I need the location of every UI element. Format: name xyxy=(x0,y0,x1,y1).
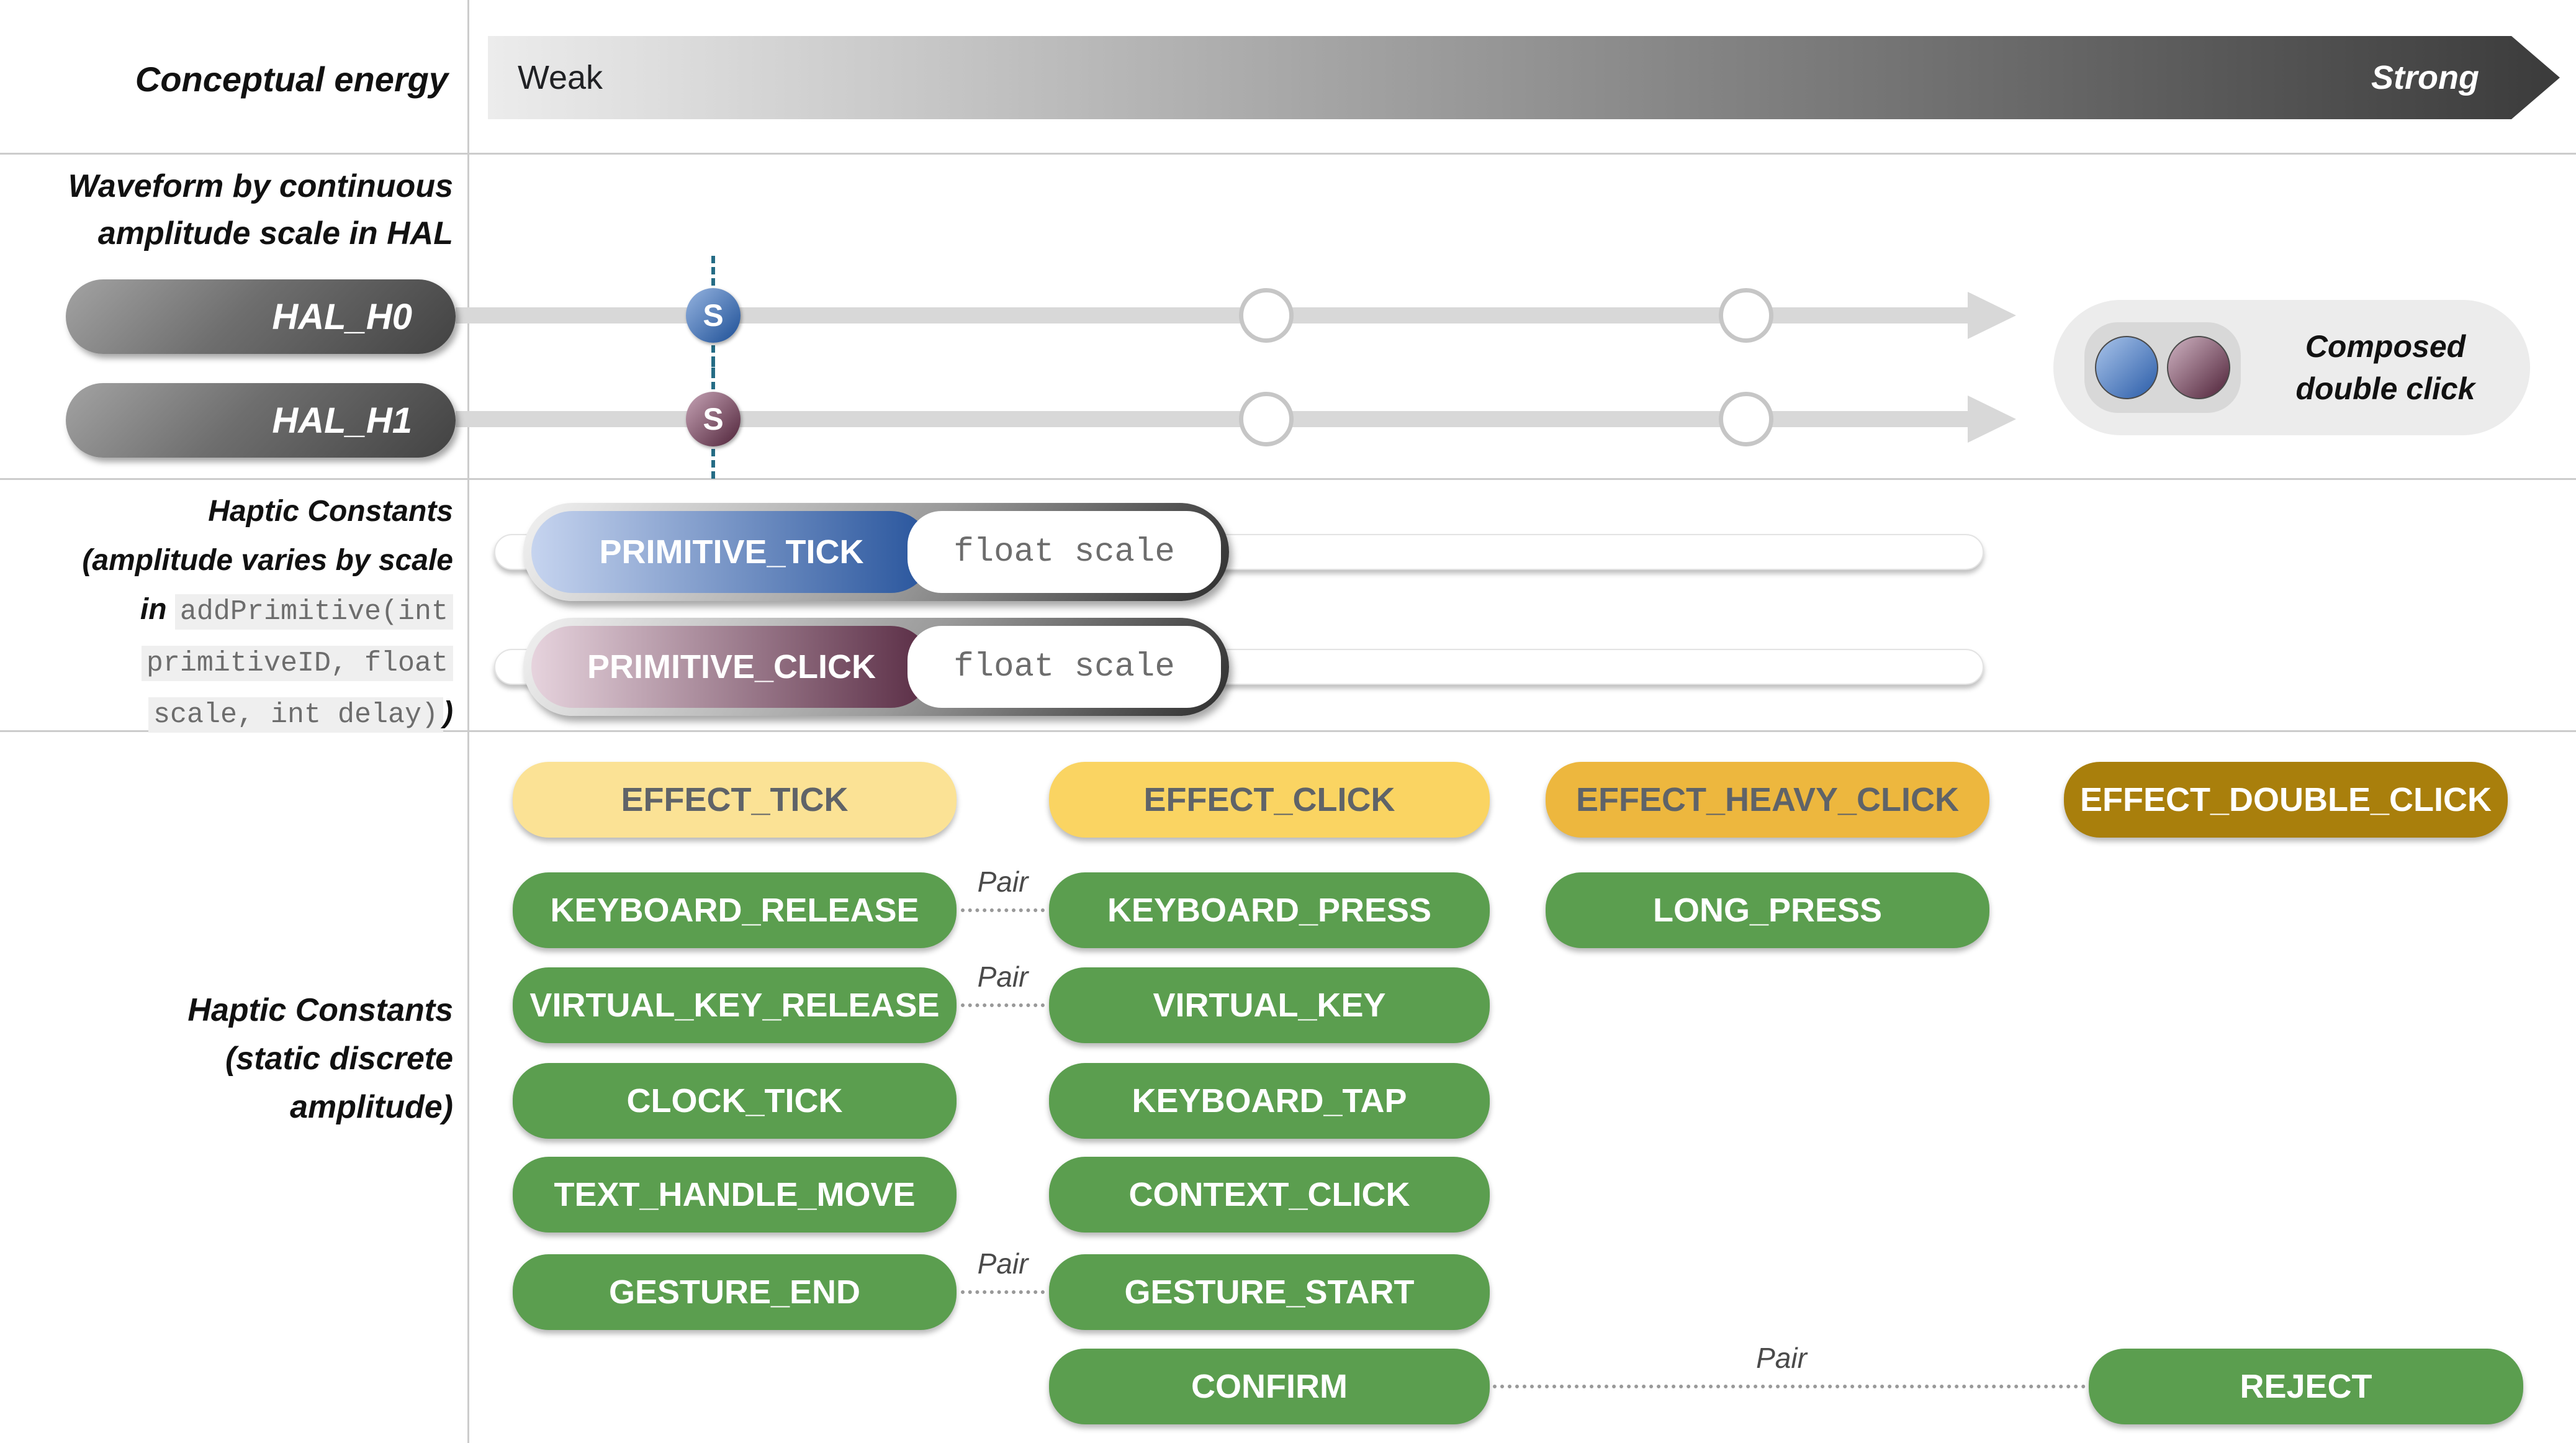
conceptual-energy-label: Conceptual energy xyxy=(135,60,448,99)
primitive-click-pill: PRIMITIVE_CLICK float scale xyxy=(523,618,1229,716)
addprimitive-code: addPrimitive(int xyxy=(174,594,453,630)
click-pulse-icon xyxy=(2167,336,2230,399)
pair-label-virtual-key: Pair xyxy=(977,961,1029,993)
primitives-label-line4: primitiveID, float xyxy=(6,636,453,688)
hal-h1-node-icon xyxy=(1719,392,1773,446)
constant-effect-click: EFFECT_CLICK xyxy=(1049,762,1490,838)
static-label-line3: amplitude) xyxy=(290,1089,453,1125)
hal-h0-scale-marker-icon: S xyxy=(686,288,741,343)
hal-h0-node-icon xyxy=(1719,288,1773,343)
static-label-line1: Haptic Constants xyxy=(187,992,453,1028)
scale-delay-code: scale, int delay) xyxy=(148,697,444,733)
pair-label-confirm-reject: Pair xyxy=(1756,1342,1807,1374)
primitive-tick-param: float scale xyxy=(907,511,1221,593)
primitives-section-label: Haptic Constants (amplitude varies by sc… xyxy=(6,487,453,740)
pair-line-virtual-key xyxy=(961,1003,1045,1007)
primitives-label-line1: Haptic Constants xyxy=(208,495,453,528)
composed-pulses-chip xyxy=(2084,322,2241,413)
constant-effect-heavy-click: EFFECT_HEAVY_CLICK xyxy=(1546,762,1989,838)
primitive-click-row: PRIMITIVE_CLICK float scale xyxy=(494,618,1984,716)
constant-keyboard-tap: KEYBOARD_TAP xyxy=(1049,1063,1490,1139)
primitive-click-label: PRIMITIVE_CLICK xyxy=(531,626,932,708)
hal-h0-arrowhead-icon xyxy=(1968,292,2016,339)
hal-h0-node-icon xyxy=(1239,288,1294,343)
composed-double-click-card: Composed double click xyxy=(2053,300,2530,435)
composed-label-line1: Composed xyxy=(2305,329,2466,364)
constant-effect-double-click: EFFECT_DOUBLE_CLICK xyxy=(2064,762,2508,838)
pair-label-keyboard: Pair xyxy=(977,866,1029,898)
tick-pulse-icon xyxy=(2095,336,2158,399)
hal-h1-arrowhead-icon xyxy=(1968,396,2016,443)
hal-h1-node-icon xyxy=(1239,392,1294,446)
section-divider-1 xyxy=(0,153,2576,155)
static-label-line2: (static discrete xyxy=(225,1041,453,1077)
strong-label: Strong xyxy=(2371,59,2479,96)
weak-label: Weak xyxy=(518,59,603,96)
section-divider-3 xyxy=(0,730,2576,732)
energy-gradient-bar: Weak Strong xyxy=(488,36,2560,119)
primitiveid-code: primitiveID, float xyxy=(141,646,453,681)
constant-virtual-key: VIRTUAL_KEY xyxy=(1049,967,1490,1043)
constant-gesture-start: GESTURE_START xyxy=(1049,1254,1490,1330)
primitive-tick-pill: PRIMITIVE_TICK float scale xyxy=(523,503,1229,601)
hal-h0-pill: HAL_H0 xyxy=(66,279,456,354)
composed-label-line2: double click xyxy=(2295,371,2475,406)
section-divider-2 xyxy=(0,478,2576,480)
constant-context-click: CONTEXT_CLICK xyxy=(1049,1157,1490,1233)
primitive-tick-label: PRIMITIVE_TICK xyxy=(531,511,932,593)
primitives-label-line5: scale, int delay)) xyxy=(6,688,453,740)
constant-keyboard-release: KEYBOARD_RELEASE xyxy=(513,872,957,948)
constant-gesture-end: GESTURE_END xyxy=(513,1254,957,1330)
hal-h1-pill: HAL_H1 xyxy=(66,383,456,458)
static-constants-section-label: Haptic Constants (static discrete amplit… xyxy=(19,986,453,1131)
pair-line-keyboard xyxy=(961,908,1045,912)
composed-double-click-label: Composed double click xyxy=(2252,300,2519,435)
constant-keyboard-press: KEYBOARD_PRESS xyxy=(1049,872,1490,948)
constant-confirm: CONFIRM xyxy=(1049,1349,1490,1424)
vertical-divider xyxy=(467,0,469,1443)
constant-effect-tick: EFFECT_TICK xyxy=(513,762,957,838)
waveform-label-line1: Waveform by continuous xyxy=(68,168,453,204)
pair-label-gesture: Pair xyxy=(977,1247,1029,1280)
constant-clock-tick: CLOCK_TICK xyxy=(513,1063,957,1139)
primitive-click-param: float scale xyxy=(907,626,1221,708)
pair-line-confirm-reject xyxy=(1493,1385,2086,1388)
hal-h1-scale-marker-icon: S xyxy=(686,392,741,446)
constant-reject: REJECT xyxy=(2089,1349,2523,1424)
primitives-label-line2: (amplitude varies by scale xyxy=(82,544,453,577)
waveform-label-line2: amplitude scale in HAL xyxy=(97,215,453,251)
constant-long-press: LONG_PRESS xyxy=(1546,872,1989,948)
constant-text-handle-move: TEXT_HANDLE_MOVE xyxy=(513,1157,957,1233)
waveform-section-label: Waveform by continuous amplitude scale i… xyxy=(6,163,453,257)
closing-paren: ) xyxy=(443,696,453,729)
constant-virtual-key-release: VIRTUAL_KEY_RELEASE xyxy=(513,967,957,1043)
primitive-tick-row: PRIMITIVE_TICK float scale xyxy=(494,503,1984,601)
pair-line-gesture xyxy=(961,1290,1045,1294)
in-prefix: in xyxy=(140,593,175,626)
primitives-label-line3: in addPrimitive(int xyxy=(6,585,453,636)
